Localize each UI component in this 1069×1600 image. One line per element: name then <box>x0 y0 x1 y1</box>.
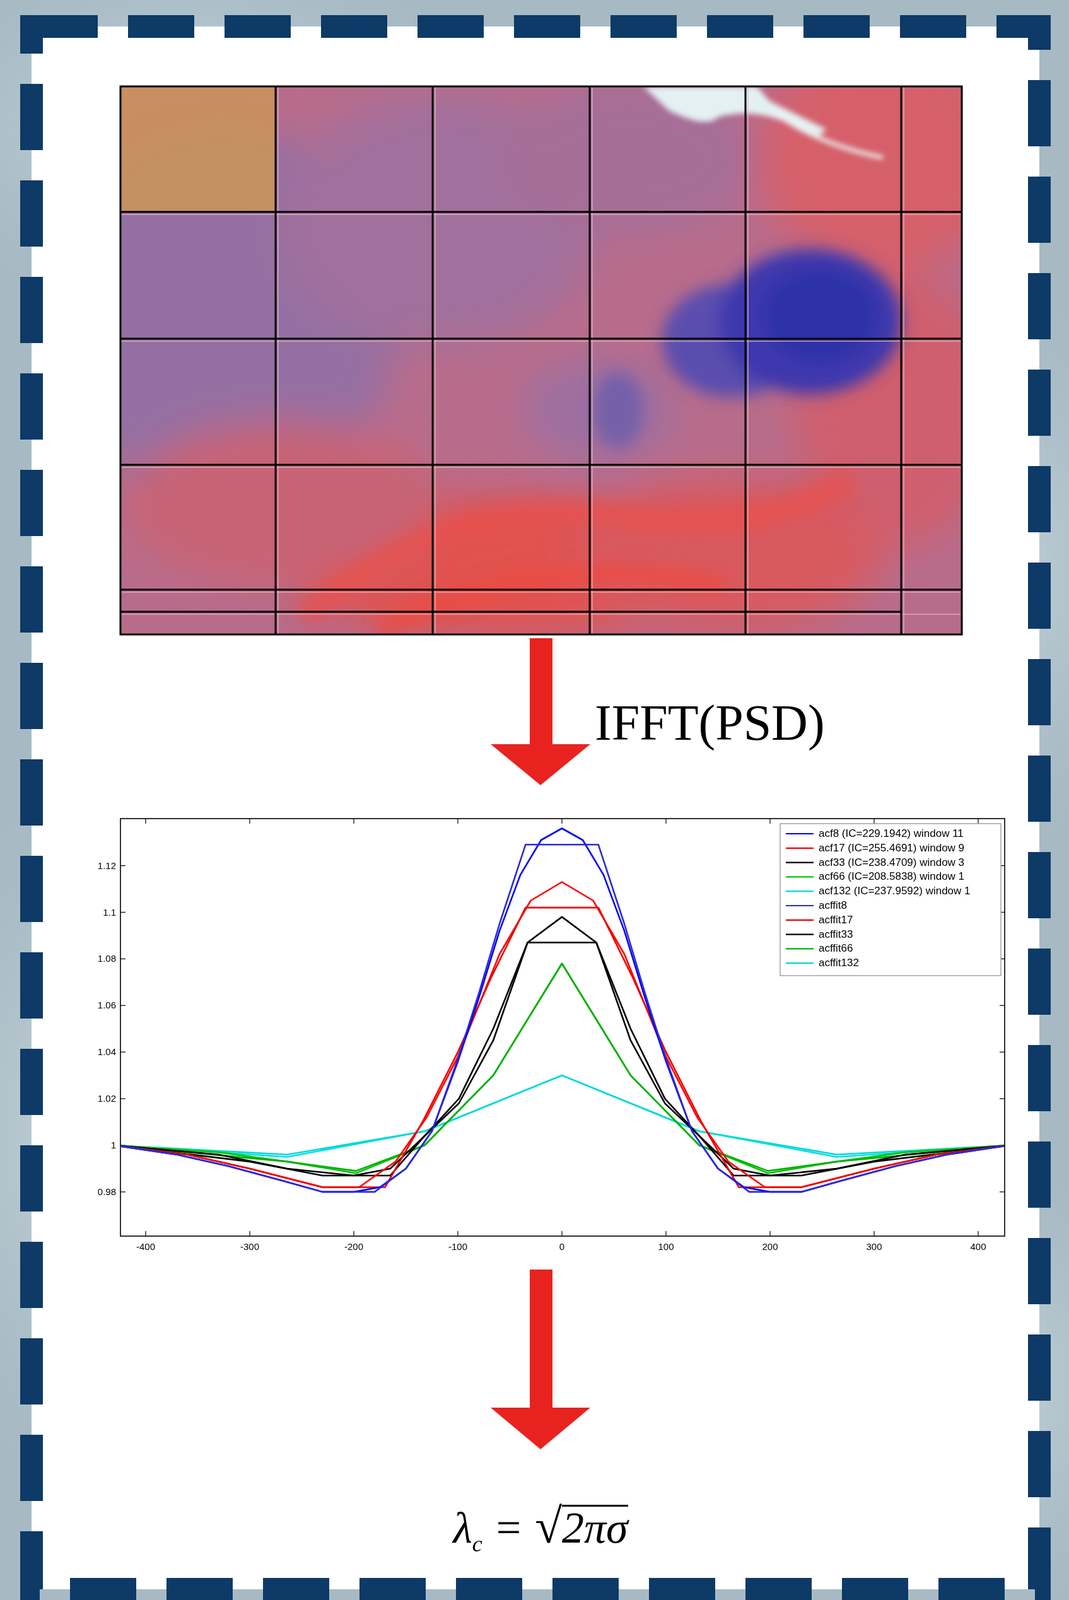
acf-curve <box>121 942 1005 1177</box>
legend-text: acf17 (IC=255.4691) window 9 <box>818 841 965 856</box>
tick <box>999 1098 1005 1099</box>
tick <box>977 818 979 824</box>
tick-label: 1 <box>110 1139 117 1151</box>
satellite-image <box>120 86 962 635</box>
formula-subscript: c <box>472 1515 483 1573</box>
tick <box>120 958 126 960</box>
dashed-border <box>31 26 1040 1590</box>
tick <box>999 1191 1005 1192</box>
tick-label: 200 <box>761 1241 778 1253</box>
formula-symbol: = <box>496 1499 521 1557</box>
legend-samples <box>785 833 814 964</box>
tick <box>665 1231 666 1237</box>
tick-label: 1.1 <box>102 906 117 919</box>
legend-sample <box>785 919 814 921</box>
tick <box>769 1231 771 1237</box>
tick <box>873 818 875 824</box>
tick-label: 0 <box>559 1241 565 1253</box>
tick <box>999 1051 1005 1053</box>
legend-sample <box>785 847 814 849</box>
legend-text: acffit8 <box>818 898 848 913</box>
red-arrow <box>490 1269 591 1450</box>
tick <box>249 818 250 824</box>
arrow-label: IFFT(PSD) <box>594 693 825 752</box>
tick-label: -400 <box>136 1241 156 1253</box>
tick-label: 100 <box>657 1241 674 1253</box>
acf-curve <box>121 963 1005 1174</box>
tick-label: 1.08 <box>97 952 117 965</box>
tick-label: -200 <box>344 1241 364 1253</box>
legend-text: acf132 (IC=237.9592) window 1 <box>818 884 971 899</box>
legend-sample <box>785 905 814 907</box>
legend-text: acffit17 <box>818 913 854 928</box>
legend-text: acffit66 <box>818 941 854 956</box>
formula-symbol: λ <box>452 1499 472 1557</box>
tick-label: 1.02 <box>97 1092 117 1105</box>
tick <box>457 818 458 824</box>
tick-label: 400 <box>969 1241 986 1253</box>
formula: λc=√2πσ <box>452 1497 628 1564</box>
legend-sample <box>785 962 814 964</box>
acf-curve <box>121 1075 1005 1157</box>
tick-label: 1.04 <box>97 1046 117 1058</box>
tick <box>145 1231 146 1237</box>
legend-text: acf66 (IC=208.5838) window 1 <box>818 869 965 884</box>
legend-sample <box>785 876 814 878</box>
tick <box>665 818 666 824</box>
tick <box>977 1231 979 1237</box>
tick-label: 300 <box>865 1241 882 1253</box>
tick <box>769 818 771 824</box>
legend-text: acf33 (IC=238.4709) window 3 <box>818 855 965 870</box>
tick <box>561 1231 562 1237</box>
acf-curve <box>121 844 1005 1192</box>
tick <box>120 911 126 913</box>
tick-label: 0.98 <box>97 1186 117 1198</box>
tick <box>120 1051 126 1053</box>
tick <box>353 1231 354 1237</box>
acf-curve <box>121 1075 1005 1155</box>
legend-text: acffit33 <box>818 927 854 942</box>
tick <box>120 1098 126 1099</box>
legend-sample <box>785 947 814 950</box>
tick <box>353 818 354 824</box>
formula-symbol: 2πσ <box>561 1504 629 1549</box>
tick <box>457 1231 458 1237</box>
tick <box>561 818 562 824</box>
formula-symbol: √ <box>534 1497 562 1555</box>
legend-text: acf8 (IC=229.1942) window 11 <box>818 826 964 841</box>
tick <box>145 818 146 824</box>
tick <box>120 1191 126 1192</box>
tick <box>999 1005 1005 1006</box>
tick-label: 1.12 <box>97 860 117 872</box>
legend-box <box>780 823 1001 976</box>
tick-label: 1.06 <box>97 999 117 1011</box>
tick-label: -100 <box>448 1241 468 1253</box>
tick <box>249 1231 250 1237</box>
legend-sample <box>785 861 814 863</box>
tick-label: -300 <box>240 1241 260 1253</box>
tick <box>120 865 126 866</box>
legend-sample <box>785 890 814 892</box>
red-arrow <box>490 638 591 786</box>
legend-sample <box>785 833 814 835</box>
acf-curve <box>121 963 1005 1172</box>
legend-sample <box>785 933 814 935</box>
tick <box>873 1231 875 1237</box>
legend-text: acffit132 <box>818 956 859 970</box>
panel <box>31 26 1040 1590</box>
image-frame <box>120 86 962 635</box>
tick <box>120 1005 126 1006</box>
